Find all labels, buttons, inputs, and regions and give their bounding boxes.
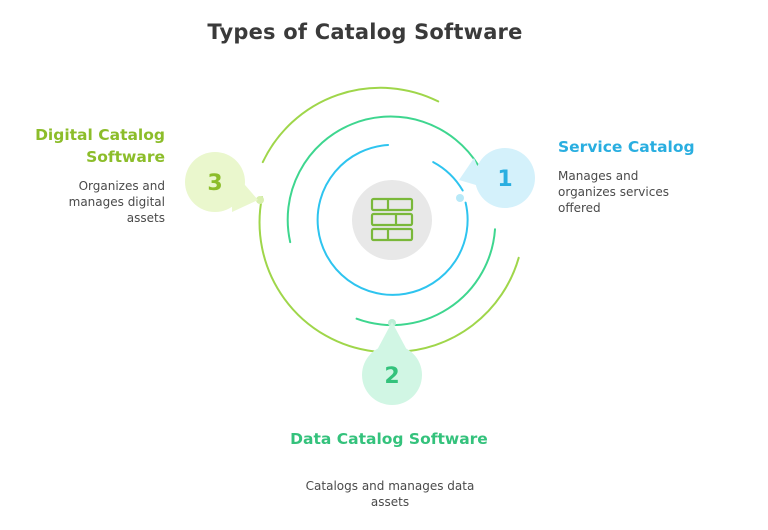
stacked-layers-icon [370,197,414,242]
badge-1: 1 [459,148,535,208]
inner-ring [316,144,469,296]
badge-2: 2 [362,322,422,405]
badge-3-number: 3 [207,171,222,196]
badge-2-number: 2 [384,364,399,389]
connector-dot-3 [256,196,264,204]
page-title: Types of Catalog Software [207,20,523,44]
service-catalog-heading: Service Catalog [558,138,695,156]
center-circle [352,180,432,260]
connector-dot-1 [456,194,464,202]
middle-ring [286,115,496,327]
badge-1-number: 1 [497,167,512,192]
badge-3: 3 [185,152,258,212]
data-catalog-description: Catalogs and manages data assets [305,479,475,509]
outer-ring [258,86,520,353]
data-catalog-heading: Data Catalog Software [290,430,488,448]
service-catalog-description: Manages and organizes services offered [558,169,669,215]
digital-catalog-description: Organizes and manages digital assets [68,179,165,225]
digital-catalog-heading: Digital Catalog Software [35,126,165,166]
